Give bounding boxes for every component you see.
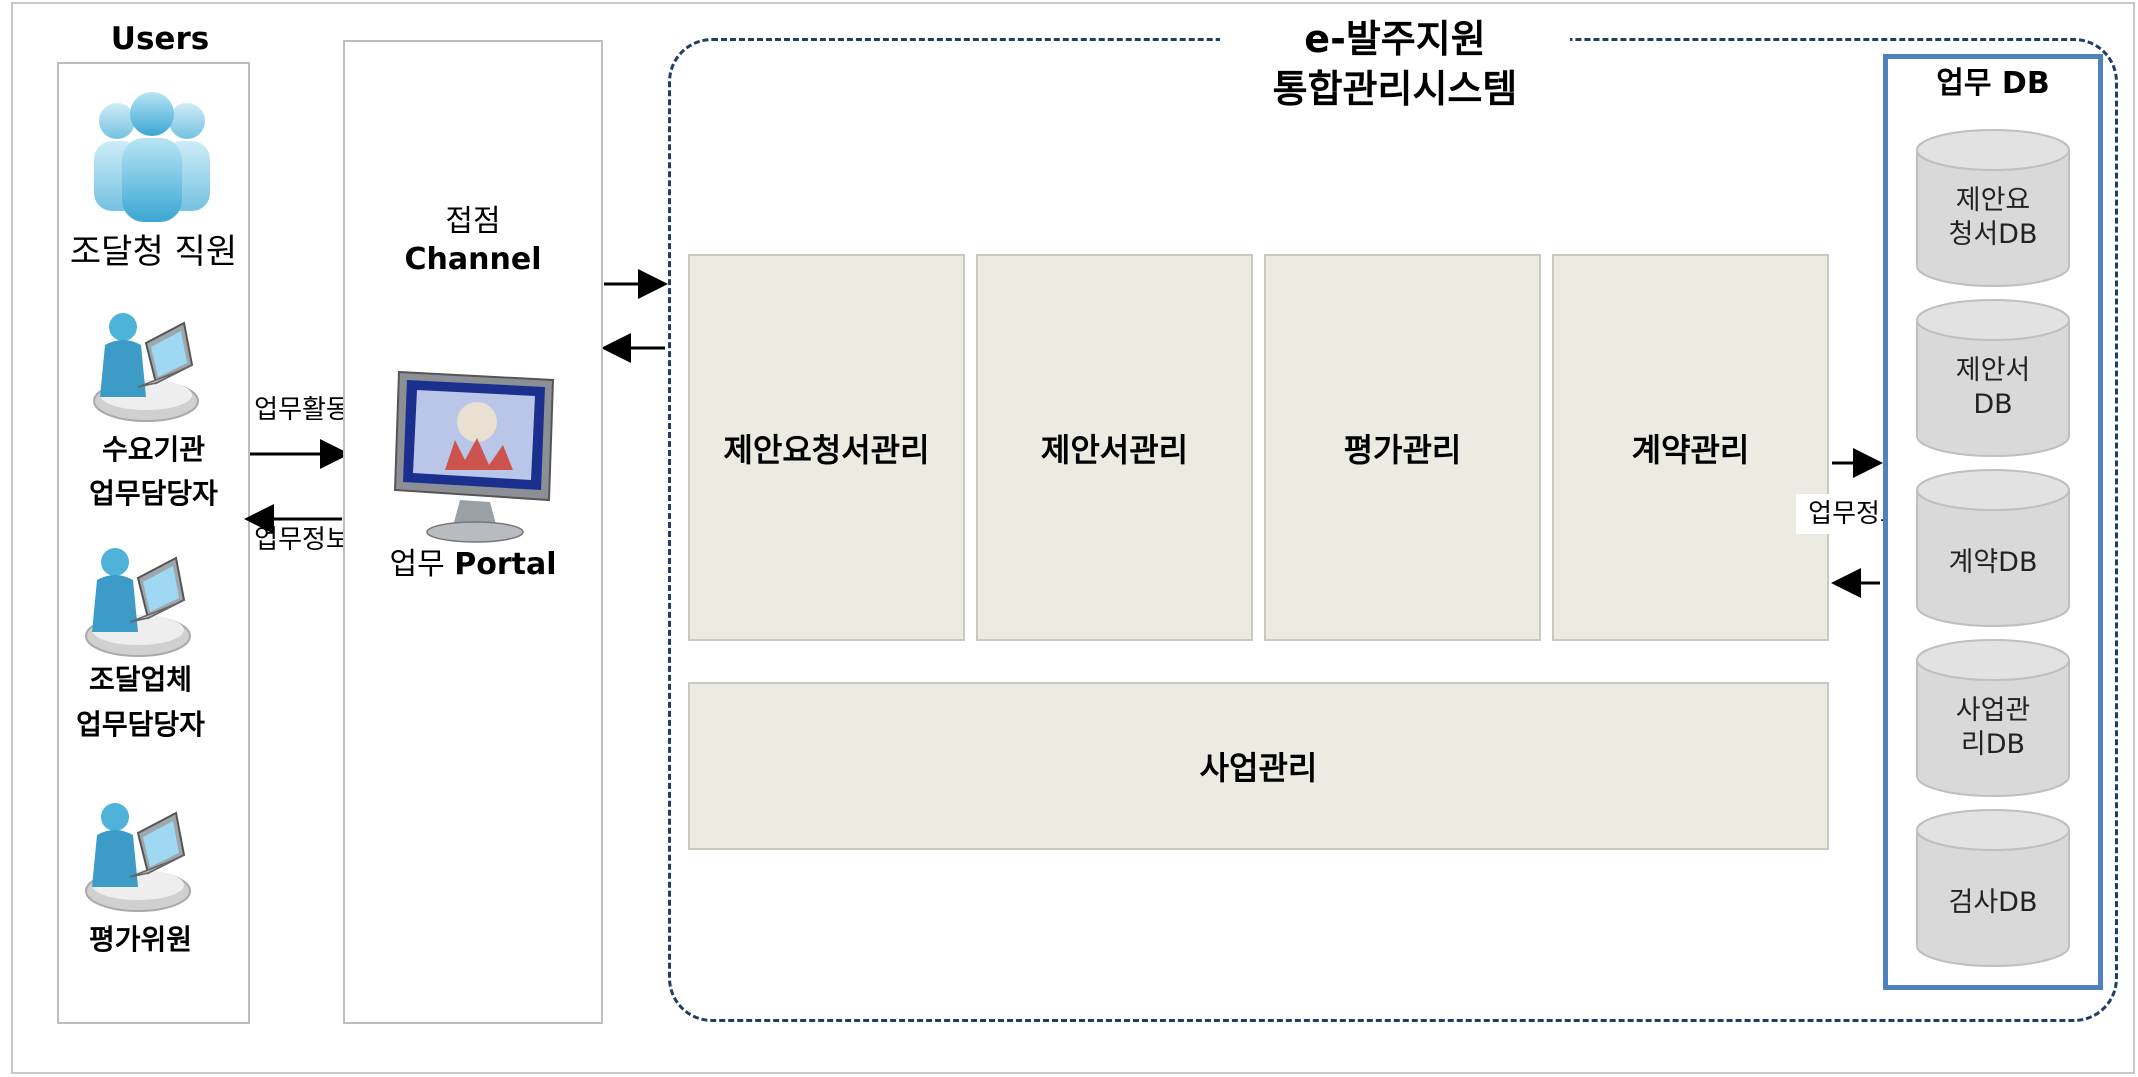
demand-user-label-1: 수요기관 xyxy=(101,433,206,466)
portal-label: 업무 Portal xyxy=(343,545,603,585)
channel-title-1: 접점 xyxy=(445,204,501,239)
system-title: e-발주지원 통합관리시스템 xyxy=(1220,14,1570,124)
supplier-user-icon xyxy=(85,548,191,657)
staff-label: 조달청 직원 xyxy=(69,232,238,272)
portal-monitor-icon xyxy=(393,370,555,543)
module-evaluation: 평가관리 xyxy=(1264,254,1541,641)
diagram-frame xyxy=(11,2,2135,1074)
channel-title-2: Channel xyxy=(404,242,542,277)
portal-label-2: Portal xyxy=(454,547,557,582)
staff-group-icon xyxy=(94,92,210,222)
db-cylinder-5 xyxy=(1916,809,2070,967)
evaluator-label: 평가위원 xyxy=(88,923,193,956)
db-cylinder-1 xyxy=(1916,129,2070,287)
db-cylinder-2 xyxy=(1916,299,2070,457)
db-cylinder-3 xyxy=(1916,469,2070,627)
users-title: Users xyxy=(90,18,230,60)
db-label-3: 계약DB xyxy=(1948,547,2038,578)
supplier-user-label-1: 조달업체 xyxy=(88,663,193,696)
module-proposal: 제안서관리 xyxy=(976,254,1253,641)
portal-label-1: 업무 xyxy=(389,547,445,582)
db-title: 업무 DB xyxy=(1936,66,2050,101)
demand-user-label-2: 업무담당자 xyxy=(89,477,218,510)
system-title-1: e-발주지원 xyxy=(1304,17,1486,61)
activity-flow-label: 업무활동 xyxy=(254,395,350,425)
module-business: 사업관리 xyxy=(688,682,1829,850)
supplier-user-label-2: 업무담당자 xyxy=(76,708,205,741)
module-proposal-request: 제안요청서관리 xyxy=(688,254,965,641)
system-title-2: 통합관리시스템 xyxy=(1272,67,1518,111)
evaluator-user-icon xyxy=(85,803,191,912)
db-cylinder-4 xyxy=(1916,639,2070,797)
demand-user-icon xyxy=(93,313,199,422)
module-contract: 계약관리 xyxy=(1552,254,1829,641)
db-label-5: 검사DB xyxy=(1948,887,2038,918)
